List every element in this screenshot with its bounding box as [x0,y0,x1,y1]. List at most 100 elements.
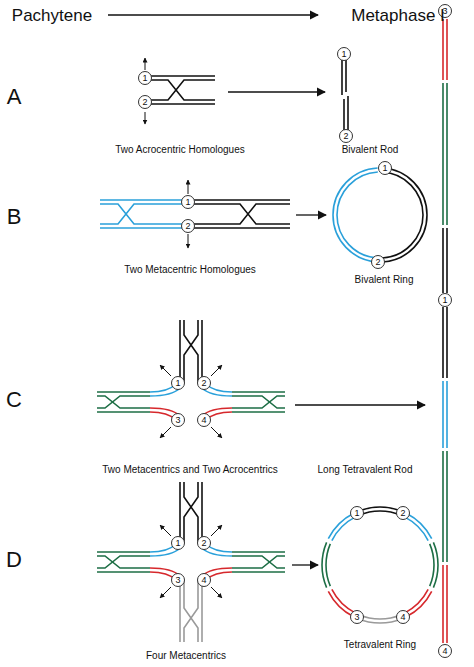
arm-green [97,396,150,408]
bivalent-rod [342,60,348,130]
arm-green [97,411,150,413]
metacentric-pair-blue [100,204,188,224]
tetravalent-rod [443,83,447,225]
callout-number: 2 [400,509,405,518]
tetravalent-ring [322,507,438,623]
callout-number: 2 [343,132,348,141]
tetravalent-rod [443,565,447,643]
callout-number: 2 [185,222,190,231]
panel-letter: A [7,86,22,108]
callout-number: 2 [201,379,206,388]
column-heading: Pachytene [12,7,92,24]
tetravalent-ring [322,507,438,623]
callout-number: 3 [175,416,180,425]
centromere-number: 1 [171,536,185,550]
pull-arrows [145,58,146,70]
centromere-number: 4 [197,413,211,427]
tetravalent-ring [326,511,434,619]
cross-gray [179,580,181,642]
tetravalent-ring [326,511,434,619]
tetravalent-rod [443,451,447,562]
metacentric-pair-blue [100,227,188,229]
cross-black [201,320,203,383]
cross-black [184,320,198,383]
tetravalent-ring [326,511,434,619]
bivalent-rod [347,96,349,130]
tetravalent-rod [443,228,447,293]
callout-number: 1 [354,509,359,518]
bivalent-rod [345,60,347,92]
tetravalent-ring [322,507,438,623]
cross-black [179,482,181,543]
tetravalent-ring [326,511,434,619]
callout-number: 1 [185,198,190,207]
metacentric-pair-blue [100,199,188,201]
cross-black [184,320,198,383]
centromere-number: 1 [337,47,351,61]
centromere-number: 3 [350,610,364,624]
tetravalent-ring [326,511,434,619]
arm-green [232,396,285,408]
arm-blue [150,384,232,396]
arm-green [97,396,150,408]
bivalent-ring [333,168,427,262]
callout-number: 4 [400,613,405,622]
centromere-number: 4 [197,573,211,587]
stage-arrows [296,214,326,215]
tetravalent-ring [322,507,438,623]
tetravalent-ring [326,511,434,619]
cross-black [184,482,198,543]
caption-text: Two Metacentrics and Two Acrocentrics [102,465,277,475]
tetravalent-ring [322,507,438,623]
metacentric-pair-black [188,200,290,228]
callout-number: 1 [175,539,180,548]
callout-number: 3 [175,576,180,585]
callout-number: 3 [354,613,359,622]
cross-black [201,482,203,543]
callout-number: 4 [442,647,447,656]
callout-number: 1 [175,379,180,388]
centromere-number: 2 [339,129,353,143]
cross-gray [184,580,198,642]
arm-green [232,556,285,568]
pull-arrows [211,587,222,598]
pull-arrows [188,234,189,248]
centromere-number: 1 [138,71,152,85]
centromere-number: 3 [171,573,185,587]
arm-green [97,391,150,393]
arm-green [97,556,150,568]
bivalent-rod [341,60,343,95]
callout-number: 4 [201,576,206,585]
cross-gray [201,580,203,642]
tetravalent-rod [443,19,447,80]
caption-text: Bivalent Ring [355,275,414,285]
caption-text: Four Metacentrics [146,651,226,661]
metacentric-pair-black [188,204,290,224]
centromere-number: 2 [197,536,211,550]
centromere-number: 1 [181,195,195,209]
tetravalent-rod [443,307,447,378]
stage-arrows [108,14,318,15]
stage-arrows [108,15,425,565]
pull-arrows [211,427,222,438]
callout-number: 2 [375,258,380,267]
acrocentric-pair [148,80,215,100]
metacentric-pair-black [188,199,290,201]
arm-green [97,551,150,553]
arm-green [97,556,150,568]
caption-text: Tetravalent Ring [344,640,416,650]
metacentric-pair-blue [100,204,188,224]
caption-text: Long Tetravalent Rod [318,465,413,475]
metacentric-pair-black [188,204,290,224]
centromere-number: 2 [197,376,211,390]
tetravalent-ring [322,507,438,623]
pull-arrows [145,58,222,598]
tetravalent-ring [326,511,434,619]
arm-green [232,556,285,568]
callout-number: 4 [201,416,206,425]
arm-green [232,411,285,413]
cross-black [184,482,198,543]
cross-black [180,482,202,543]
